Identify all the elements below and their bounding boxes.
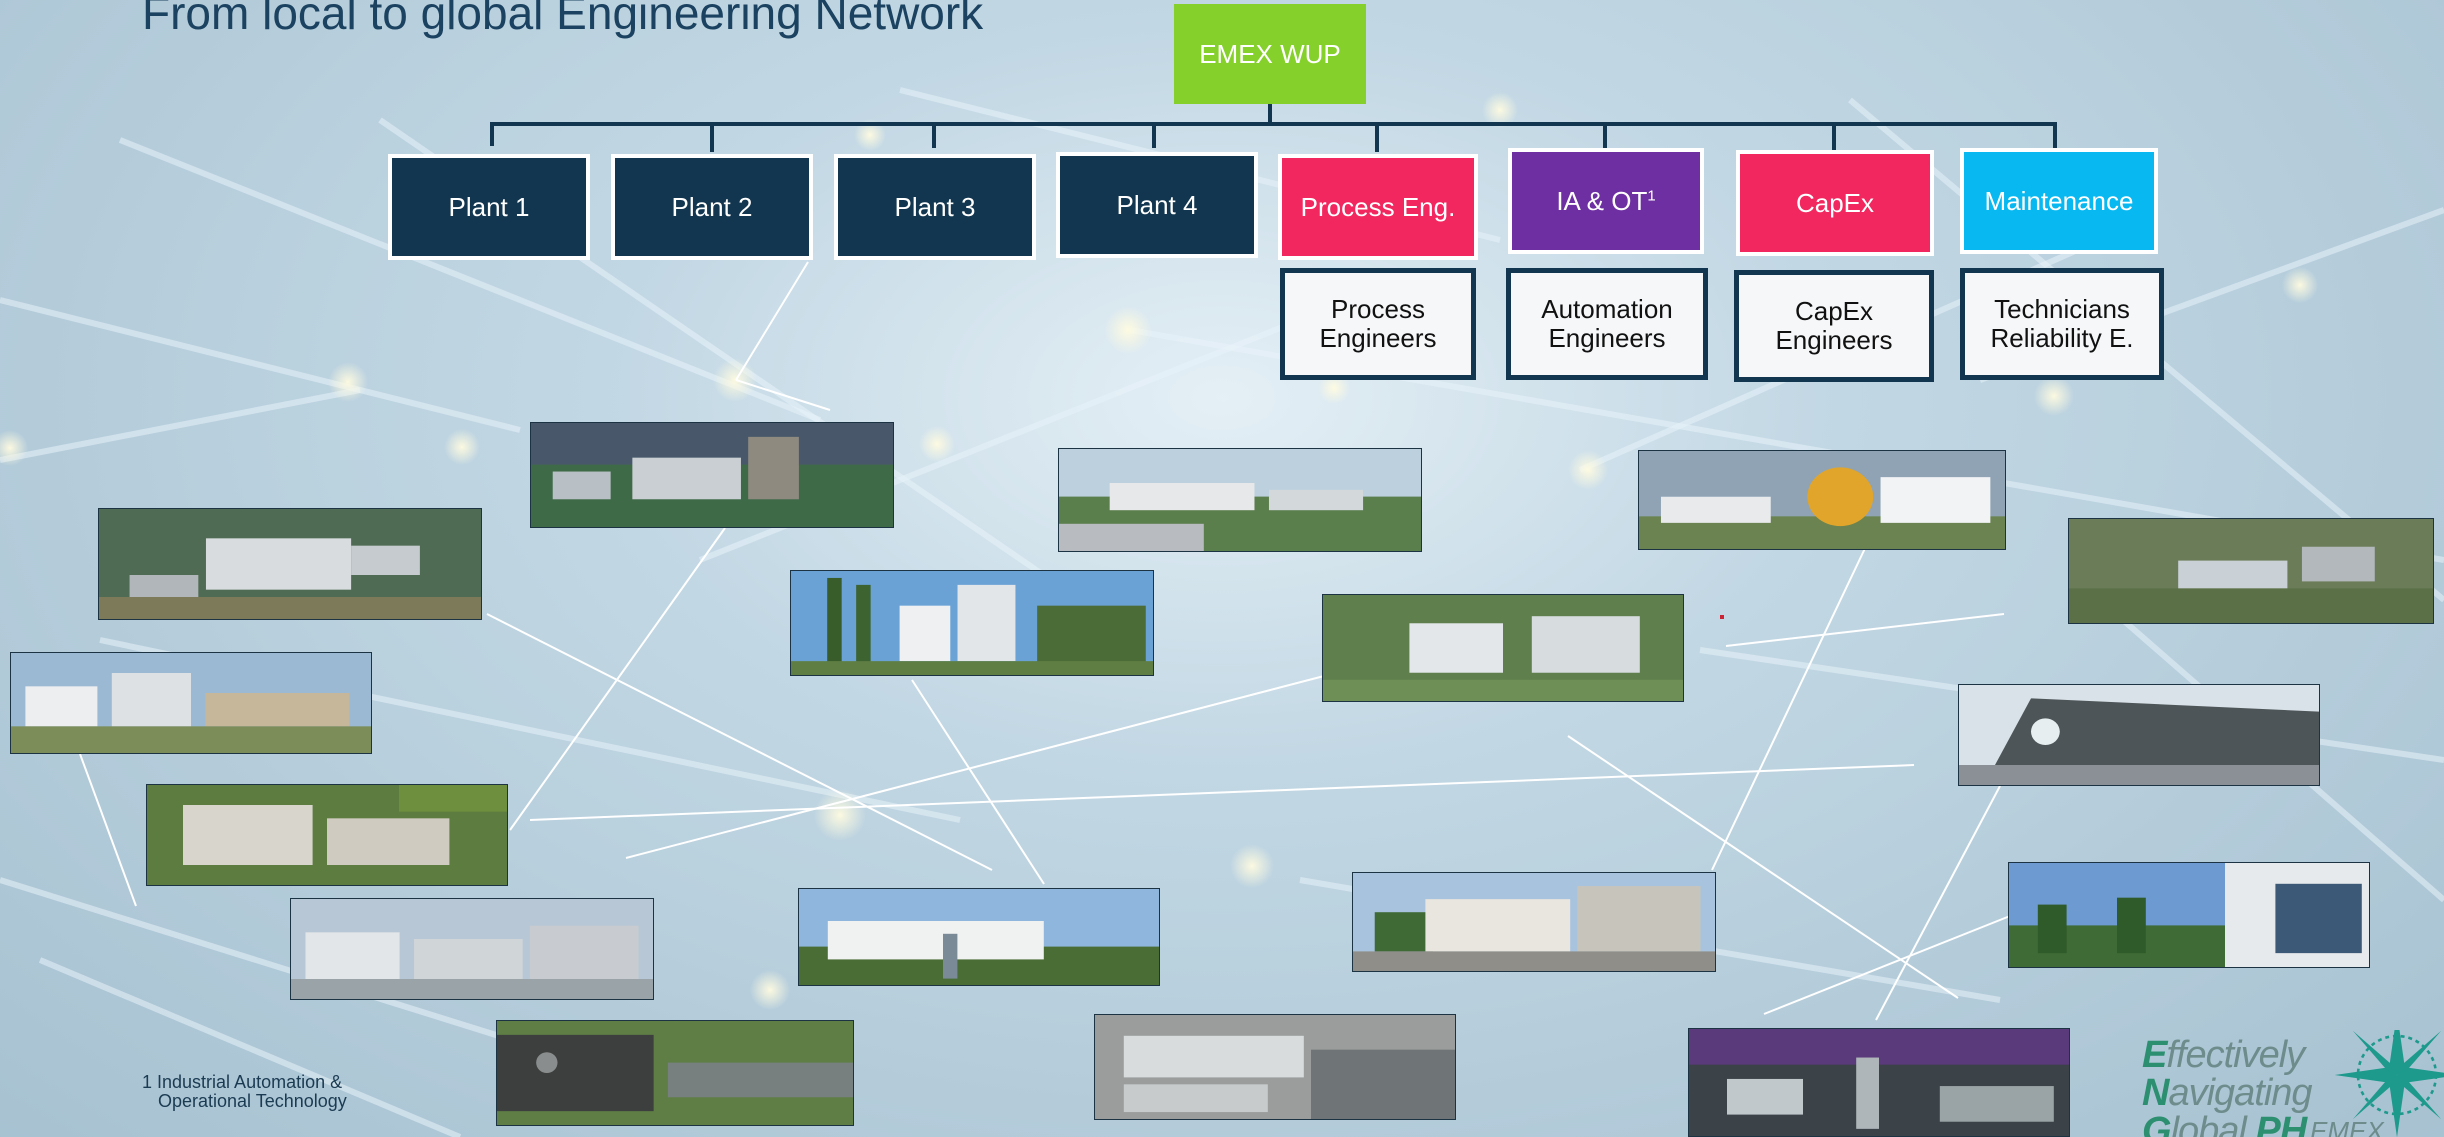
plant-label: Plant 1 [448,191,530,222]
role-line: Engineers [1319,323,1437,353]
plant-label: Plant 3 [894,191,976,222]
function-label: CapEx [1795,187,1875,218]
role-line: CapEx [1794,296,1874,327]
plant-box-4: Plant 4 [1056,152,1258,258]
footnote: 1 Industrial Automation & Operational Te… [142,1073,347,1111]
function-label: Maintenance [1984,185,2134,216]
logo-tag: EMEX [2310,1116,2384,1137]
footnote-marker: 1 [1647,187,1656,205]
role-line: Engineers [1548,323,1666,353]
site-photo [1688,1028,2070,1137]
site-photo [98,508,482,620]
role-line: Reliability E. [1990,323,2134,353]
footnote-line-1: 1 Industrial Automation & [142,1072,343,1092]
plant-box-3: Plant 3 [834,154,1036,260]
plant-label: Plant 2 [671,191,753,222]
site-photo [1638,450,2006,550]
site-photo [798,888,1160,986]
site-photo [146,784,508,886]
role-line: Technicians [1994,294,2130,325]
site-photo [1322,594,1684,702]
function-label: Process Eng. [1300,191,1456,222]
emex-logo: Effectively Navigating Global PH EMEX [2130,1030,2444,1137]
function-box-ia-ot: IA & OT1 [1508,148,1704,254]
function-box-maintenance: Maintenance [1960,148,2158,254]
role-line: Automation [1541,294,1673,325]
root-node-emex-wup: EMEX WUP [1174,4,1366,104]
site-photo [290,898,654,1000]
plant-box-1: Plant 1 [388,154,590,260]
plant-box-2: Plant 2 [611,154,813,260]
site-photo [2068,518,2434,624]
site-photo [1352,872,1716,972]
compass-icon [2334,1030,2444,1137]
site-photo [10,652,372,754]
site-photo [2008,862,2370,968]
footnote-line-2: Operational Technology [158,1091,347,1111]
site-photo [790,570,1154,676]
slide-title: From local to global Engineering Network [142,0,984,39]
function-label: IA & OT1 [1556,185,1656,216]
site-photo [496,1020,854,1126]
role-line: Process [1331,294,1425,325]
function-box-process-eng: Process Eng. [1278,154,1478,260]
root-label: EMEX WUP [1199,38,1341,69]
logo-wordmark: Effectively Navigating Global PH [2142,1034,2313,1137]
site-photo [1094,1014,1456,1120]
role-line: Engineers [1775,325,1893,355]
plant-label: Plant 4 [1116,189,1198,220]
site-photo [1058,448,1422,552]
site-photo [530,422,894,528]
function-box-capex: CapEx [1736,150,1934,256]
site-photo [1958,684,2320,786]
